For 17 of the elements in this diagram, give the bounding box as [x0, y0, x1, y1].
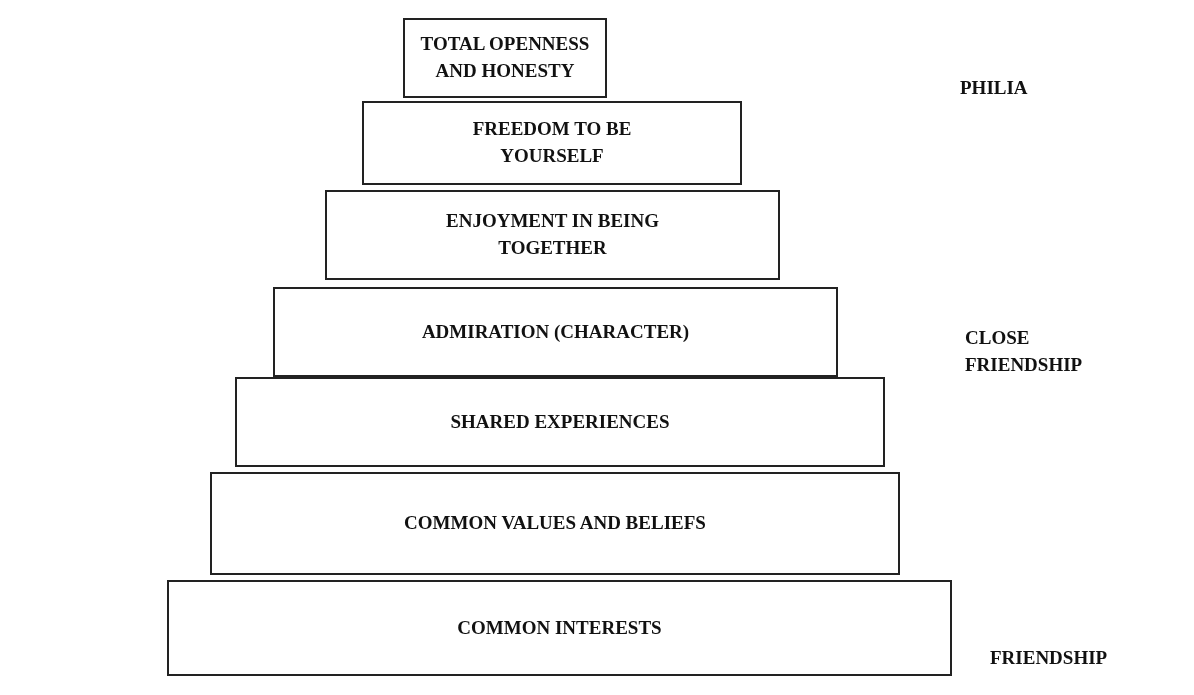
- pyramid-tier: [273, 287, 838, 377]
- pyramid-tier: [403, 18, 607, 98]
- pyramid-tier: [362, 101, 742, 185]
- tier-label: TOTAL OPENNESS AND HONESTY: [420, 32, 590, 83]
- tier-label: COMMON INTERESTS: [457, 615, 662, 640]
- level-label: CLOSE FRIENDSHIP: [965, 326, 1084, 377]
- level-label: FRIENDSHIP: [990, 646, 1108, 670]
- level-label: PHILIA: [960, 76, 1028, 100]
- tier-label: ENJOYMENT IN BEING TOGETHER: [445, 209, 660, 260]
- tier-label: ADMIRATION (CHARACTER): [421, 319, 690, 344]
- pyramid-tier: [235, 377, 885, 467]
- pyramid-tier: [210, 472, 900, 575]
- pyramid-tier: [167, 580, 952, 676]
- tier-label: FREEDOM TO BE YOURSELF: [471, 117, 633, 168]
- tier-label: COMMON VALUES AND BELIEFS: [404, 511, 706, 536]
- pyramid-tier: [325, 190, 780, 280]
- tier-label: SHARED EXPERIENCES: [450, 409, 670, 434]
